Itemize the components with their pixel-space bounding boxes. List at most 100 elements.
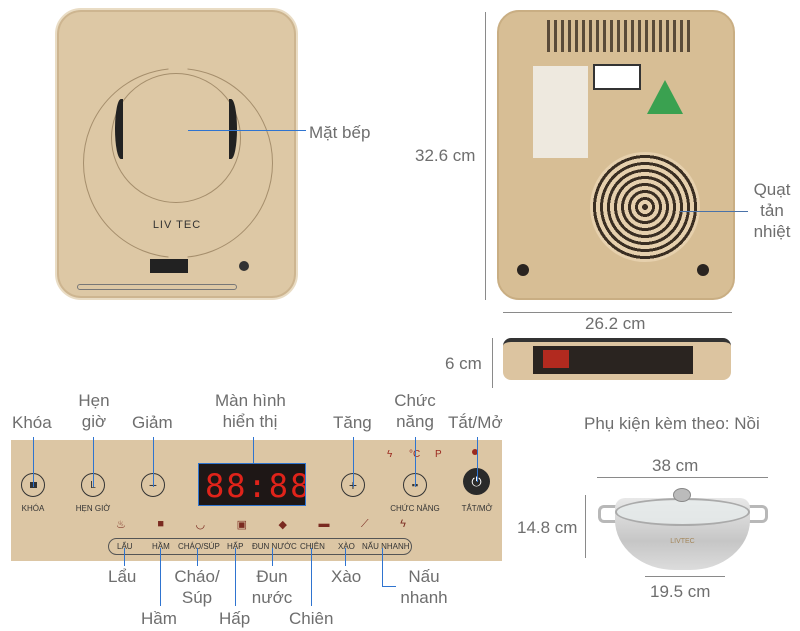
callout-lock: Khóa (12, 413, 52, 432)
inner-ring (111, 73, 241, 203)
power-level-indicator: P (435, 449, 442, 460)
callout-line (311, 548, 312, 606)
quality-badge (647, 80, 683, 114)
steamer-icon: ▣ (236, 519, 247, 531)
pot-brand: LIVTEC (670, 538, 695, 545)
surface-label: Mặt bếp (309, 123, 371, 142)
mode-stir-fry[interactable]: XÀO (338, 542, 355, 551)
promo-graphic (543, 350, 569, 368)
mode-porridge[interactable]: CHÁO/SÚP (178, 542, 220, 551)
mode-icon-row: ♨■◡▣◆▬⟋ϟ (116, 518, 406, 532)
pot-base-arrow (645, 576, 725, 577)
callout-line (477, 437, 478, 482)
pot-width-arrow (597, 477, 768, 478)
mode-fry[interactable]: CHIÊN (300, 542, 325, 551)
heat-indicator-right (225, 99, 237, 159)
callout-text: nhanh (400, 588, 448, 607)
cooling-fan-grille (590, 152, 700, 262)
callout-line (382, 586, 396, 587)
callout-timer: Hẹn giờ (78, 390, 110, 432)
hotpot-icon: ♨ (116, 519, 126, 531)
callout-line (153, 437, 154, 487)
wok-icon: ⟋ (360, 518, 369, 530)
mini-power-button (239, 261, 249, 271)
callout-porridge: Cháo/Súp (172, 566, 222, 608)
heat-indicator-left (115, 99, 127, 159)
grid-icon: ▪▪ (412, 480, 418, 490)
pot-height-arrow (585, 495, 586, 558)
fan-label-line: tản (760, 201, 784, 220)
lid-knob (673, 488, 691, 502)
callout-text: nước (251, 588, 293, 607)
cooktop-back-view (497, 10, 735, 300)
callout-line (160, 548, 161, 606)
display-screen: 88:88 (198, 463, 306, 506)
callout-increase: Tăng (333, 413, 372, 432)
callout-line (272, 548, 273, 566)
display-digits: 88:88 (205, 467, 306, 505)
temperature-indicator: °C (409, 449, 420, 460)
fan-label: Quạt tản nhiệt (752, 179, 792, 242)
height-label: 32.6 cm (415, 146, 476, 165)
mode-quick-cook[interactable]: NẤU NHANH (362, 542, 410, 551)
foot (697, 264, 709, 276)
lock-button-label: KHÓA (21, 504, 45, 513)
cooktop-top-view: LIV TEC (55, 8, 298, 300)
mode-strip (108, 538, 412, 555)
callout-text: hiển thị (222, 412, 278, 431)
callout-display: Màn hình hiển thị (215, 390, 286, 432)
callout-line (235, 548, 236, 606)
callout-quick: Nấu nhanh (398, 566, 450, 608)
timer-button-label: HẸN GIỜ (75, 504, 111, 513)
mode-stew[interactable]: HẦM (152, 542, 170, 551)
callout-text: giờ (81, 412, 107, 431)
power-indicator-icon: ϟ (387, 449, 393, 460)
frying-pan-icon: ▬ (318, 518, 330, 530)
foot (517, 264, 529, 276)
function-button-label: CHỨC NĂNG (390, 504, 440, 513)
pot-handle-left (598, 505, 618, 523)
callout-line (124, 548, 125, 566)
callout-text: Màn hình (215, 391, 286, 410)
mode-steam[interactable]: HẤP (227, 542, 244, 551)
power-button-label: TẮT/MỞ (461, 504, 493, 513)
callout-boil: Đun nước (250, 566, 294, 608)
callout-line (197, 548, 198, 566)
callout-line (415, 437, 416, 487)
height-dimension-arrow (485, 12, 486, 300)
callout-stew: Hầm (141, 609, 177, 628)
callout-steam: Hấp (219, 609, 251, 628)
callout-line-surface (188, 130, 306, 131)
pot-glass-lid (615, 498, 750, 526)
mini-mode-strip (77, 284, 237, 290)
callout-line-fan (680, 211, 748, 212)
callout-decrease: Giảm (132, 413, 173, 432)
callout-line (253, 437, 254, 463)
pot-body: LIVTEC (615, 488, 750, 570)
pot-handle-right (748, 505, 768, 523)
mode-hotpot[interactable]: LẨU (117, 542, 133, 551)
callout-power: Tắt/Mở (448, 413, 503, 432)
power-button[interactable]: ⏻ (463, 468, 490, 495)
callout-hotpot: Lẩu (108, 567, 137, 586)
width-label: 26.2 cm (585, 314, 646, 333)
model-sticker (593, 64, 641, 90)
power-led (472, 449, 478, 455)
pot-base-label: 19.5 cm (650, 582, 711, 601)
width-dimension-arrow (503, 312, 732, 313)
accessory-title: Phụ kiện kèm theo: Nồi (584, 414, 760, 433)
mini-display (150, 259, 188, 273)
callout-text: Đun (256, 567, 288, 586)
brand-logo: LIV TEC (152, 219, 202, 231)
callout-text: Nấu (408, 567, 440, 586)
kettle-icon: ◆ (278, 519, 287, 531)
lightning-icon: ϟ (400, 518, 406, 530)
callout-text: Hẹn (78, 391, 110, 410)
fan-label-line: Quạt (753, 180, 791, 199)
side-height-arrow (492, 338, 493, 388)
callout-line (93, 437, 94, 487)
power-icon: ⏻ (471, 474, 481, 490)
mode-boil-water[interactable]: ĐUN NƯỚC (252, 542, 297, 551)
callout-fry: Chiên (289, 609, 334, 628)
